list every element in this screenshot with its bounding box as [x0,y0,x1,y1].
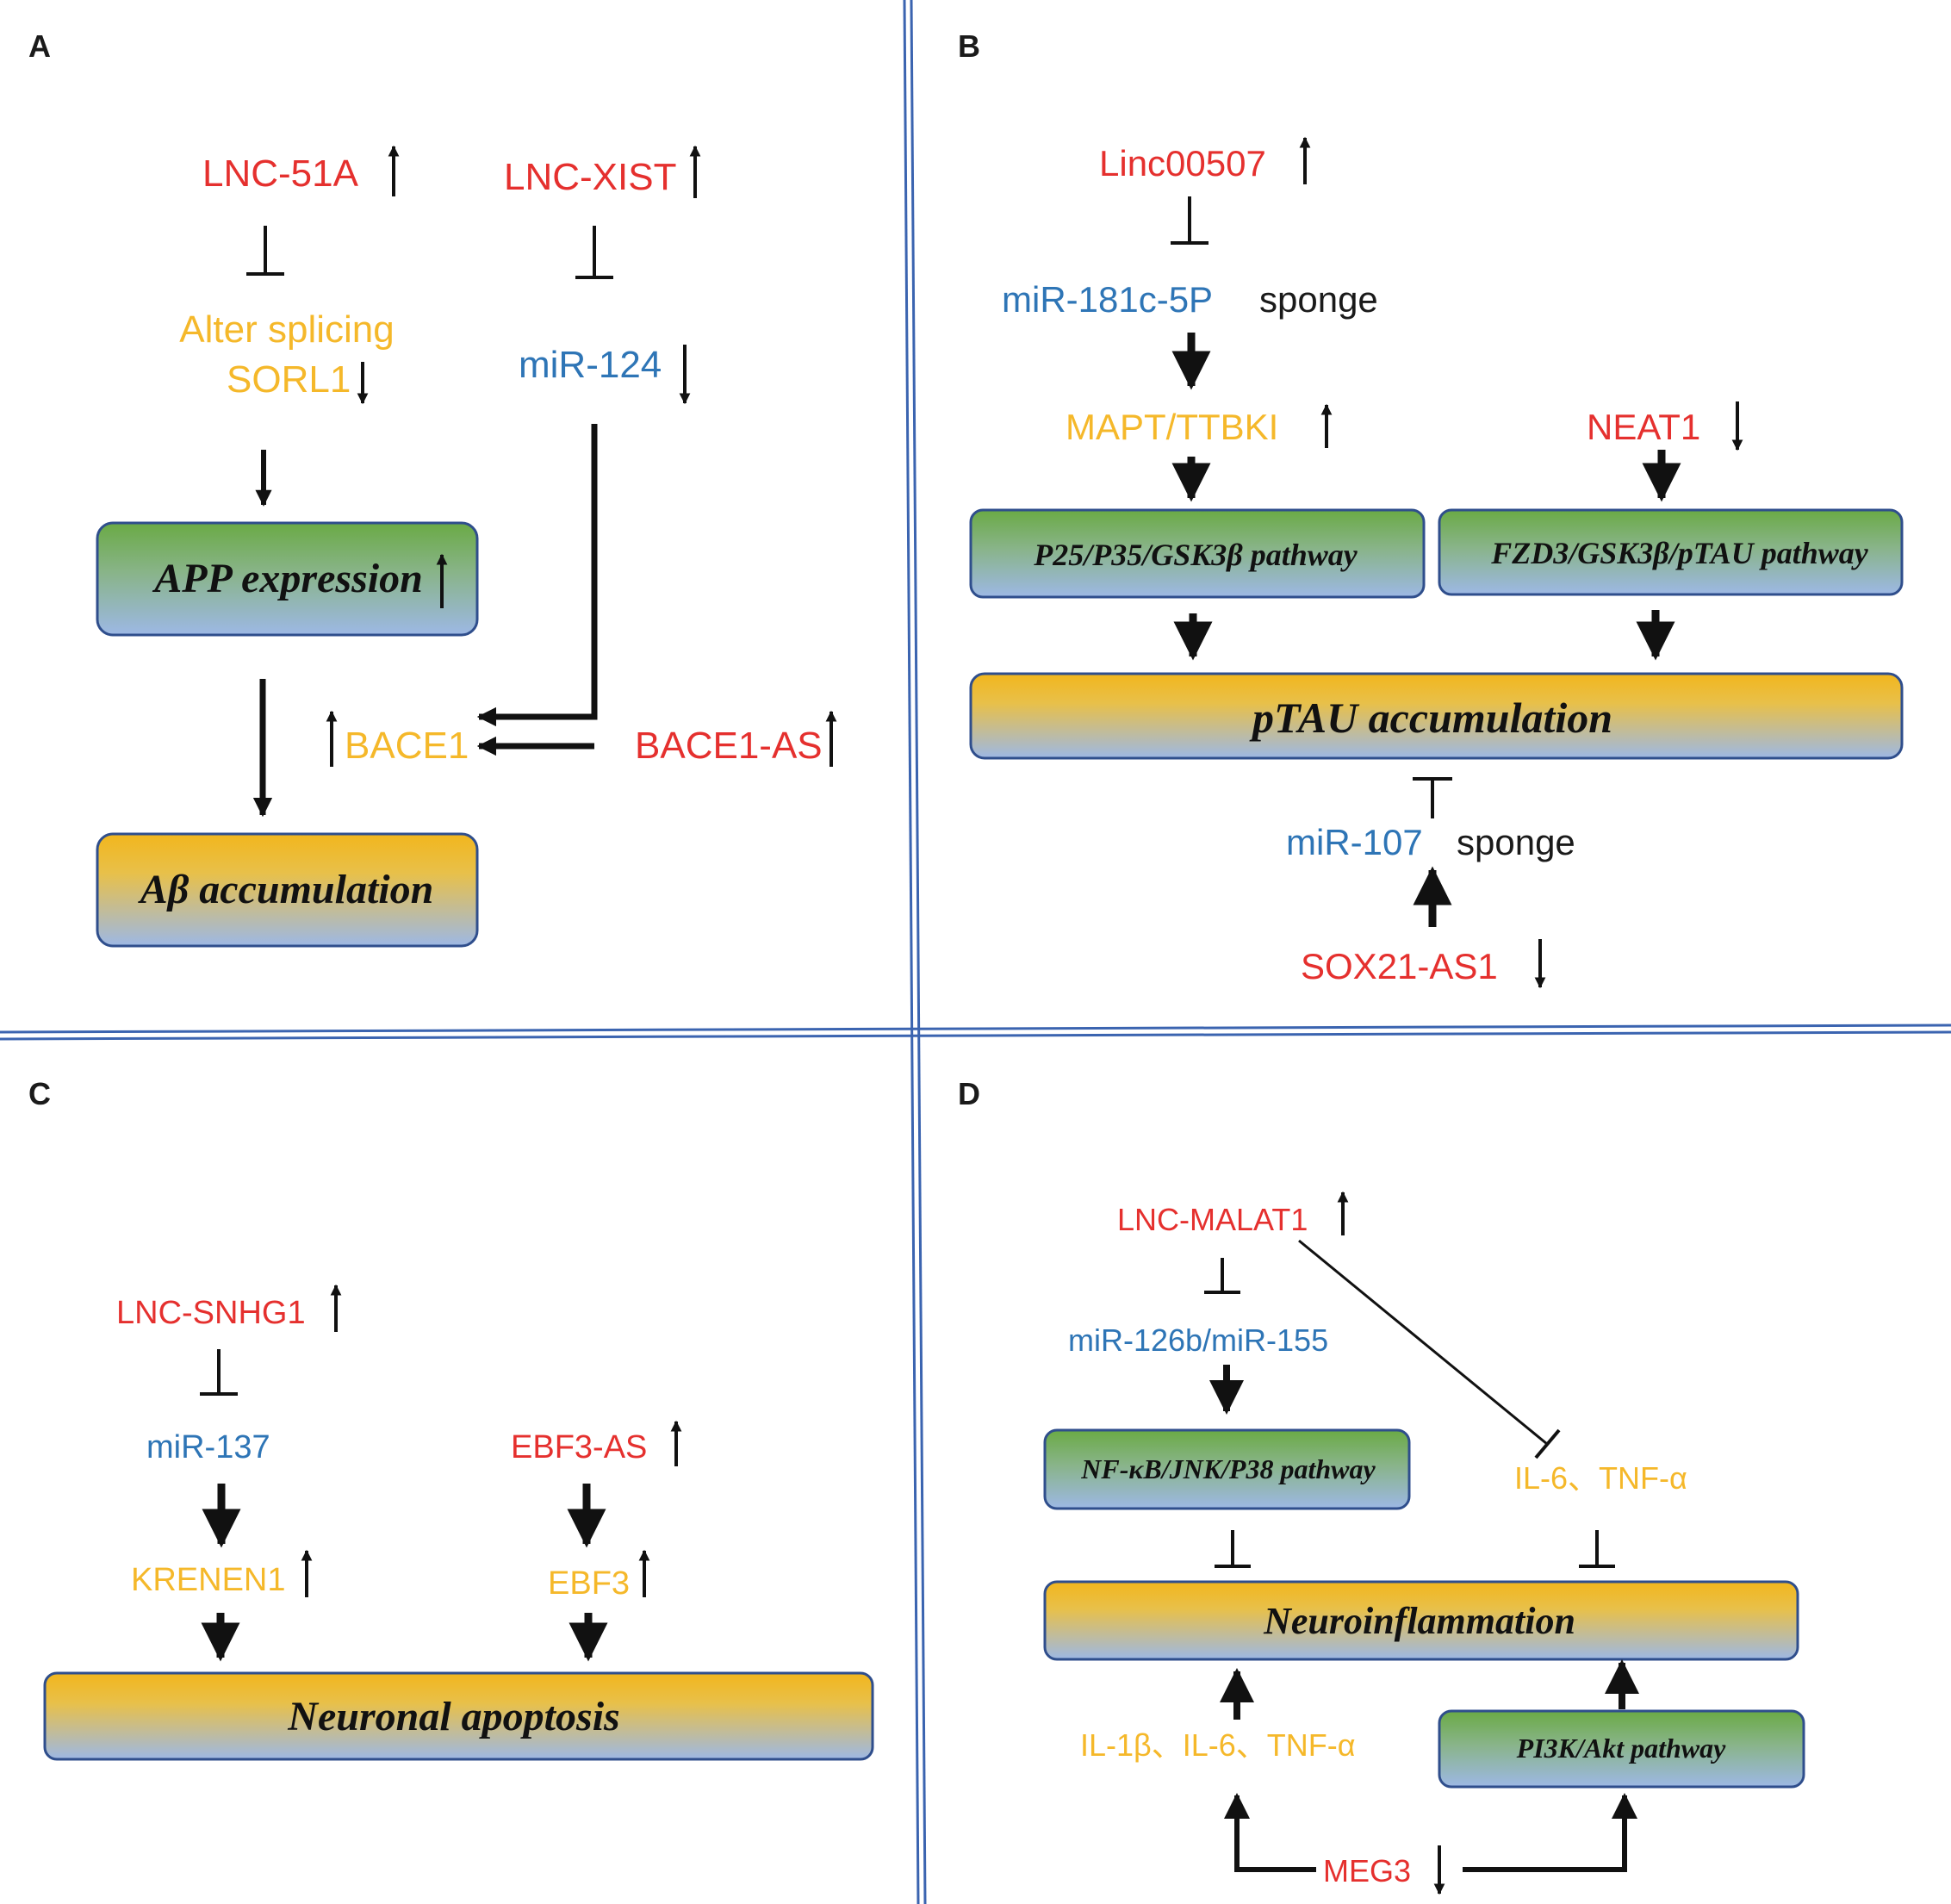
sorl1-label: SORL1 [227,358,351,401]
vertical-divider-right [910,0,927,1904]
mir-124-label: miR-124 [519,344,662,386]
nfkb-pathway-box [1043,1428,1411,1510]
meg3-label: MEG3 [1323,1853,1411,1888]
bace1-label: BACE1 [345,725,469,767]
horizontal-divider-bottom [0,1030,1951,1041]
fzd3-pathway-label: FZD3/GSK3β/pTAU pathway [1490,536,1869,570]
mir-126b-label: miR-126b/miR-155 [1068,1322,1328,1358]
il6-tnf-label: IL-6、TNF-α [1514,1460,1687,1496]
abeta-accumulation-box [96,832,479,948]
ptau-accumulation-box [969,672,1904,760]
horizontal-divider-top [0,1024,1951,1034]
alter-splicing-label: Alter splicing [179,308,394,351]
linc00507-label: Linc00507 [1099,143,1266,184]
inhibit-symbol-c1 [200,1349,238,1396]
lnc-xist-label: LNC-XIST [504,156,676,198]
vertical-divider-left [903,0,920,1904]
lnc-51a-label: LNC-51A [202,152,359,195]
ebf3-label: EBF3 [548,1565,630,1602]
nfkb-pathway-label: NF-κB/JNK/P38 pathway [1080,1453,1376,1484]
pi3k-pathway-label: PI3K/Akt pathway [1516,1733,1727,1764]
ebf3-as-label: EBF3-AS [511,1429,647,1465]
meg3-to-il1b-path [1224,1793,1316,1872]
mapt-label: MAPT/TTBKI [1066,407,1278,447]
app-expression-label: APP expression [152,556,423,601]
panel-b-label: B [958,28,980,64]
lnc-malat1-label: LNC-MALAT1 [1117,1202,1308,1237]
malat1-to-il6-inhibit-line [1298,1239,1548,1446]
panel-c: C LNC-SNHG1 miR-137 EBF3-AS KRENEN1 EBF3… [28,1076,874,1761]
neuroinflammation-label: Neuroinflammation [1263,1600,1575,1642]
neat1-label: NEAT1 [1587,407,1700,447]
inhibit-symbol-b1 [1171,196,1209,245]
sponge-2-label: sponge [1457,822,1575,862]
neuronal-apoptosis-box [43,1671,874,1761]
il1b-label: IL-1β、IL-6、TNF-α [1080,1727,1356,1763]
app-expression-box [96,521,479,637]
inhibit-symbol-d3 [1579,1530,1615,1568]
panel-a-label: A [28,28,51,64]
neuroinflammation-box [1043,1580,1799,1661]
panel-a: A LNC-51A LNC-XIST Alter splicing SORL1 … [28,28,837,948]
mir-107-label: miR-107 [1286,822,1423,862]
ptau-accumulation-label: pTAU accumulation [1249,694,1612,742]
krenen1-label: KRENEN1 [131,1562,286,1598]
panel-c-label: C [28,1076,51,1111]
panel-d: D LNC-MALAT1 miR-126b/miR-155 NF-κB/JNK/… [958,1076,1805,1895]
pi3k-pathway-box [1438,1709,1805,1789]
inhibit-symbol-a2 [575,226,613,279]
abeta-accumulation-label: Aβ accumulation [138,867,434,912]
mir-137-label: miR-137 [146,1429,270,1465]
sox21-label: SOX21-AS1 [1301,946,1498,986]
mir-181c-label: miR-181c-5P [1002,279,1213,320]
meg3-to-pi3k-path [1463,1793,1637,1872]
neuronal-apoptosis-label: Neuronal apoptosis [287,1694,619,1739]
inhibit-symbol-b2 [1413,777,1452,818]
malat1-inhibit-bar [1534,1428,1561,1459]
lnc-snhg1-label: LNC-SNHG1 [116,1295,306,1331]
p25-pathway-label: P25/P35/GSK3β pathway [1033,538,1358,572]
inhibit-symbol-d1 [1204,1258,1240,1294]
bace1-as-label: BACE1-AS [635,725,823,767]
mir-124-to-bace1-path [476,424,598,727]
inhibit-symbol-d2 [1215,1530,1251,1568]
panel-b: B Linc00507 miR-181c-5P sponge MAPT/TTBK… [958,28,1904,989]
inhibit-symbol-a1 [246,226,284,276]
panel-d-label: D [958,1076,980,1111]
p25-pathway-box [969,508,1426,599]
sponge-1-label: sponge [1259,279,1378,320]
fzd3-pathway-box [1438,508,1904,596]
